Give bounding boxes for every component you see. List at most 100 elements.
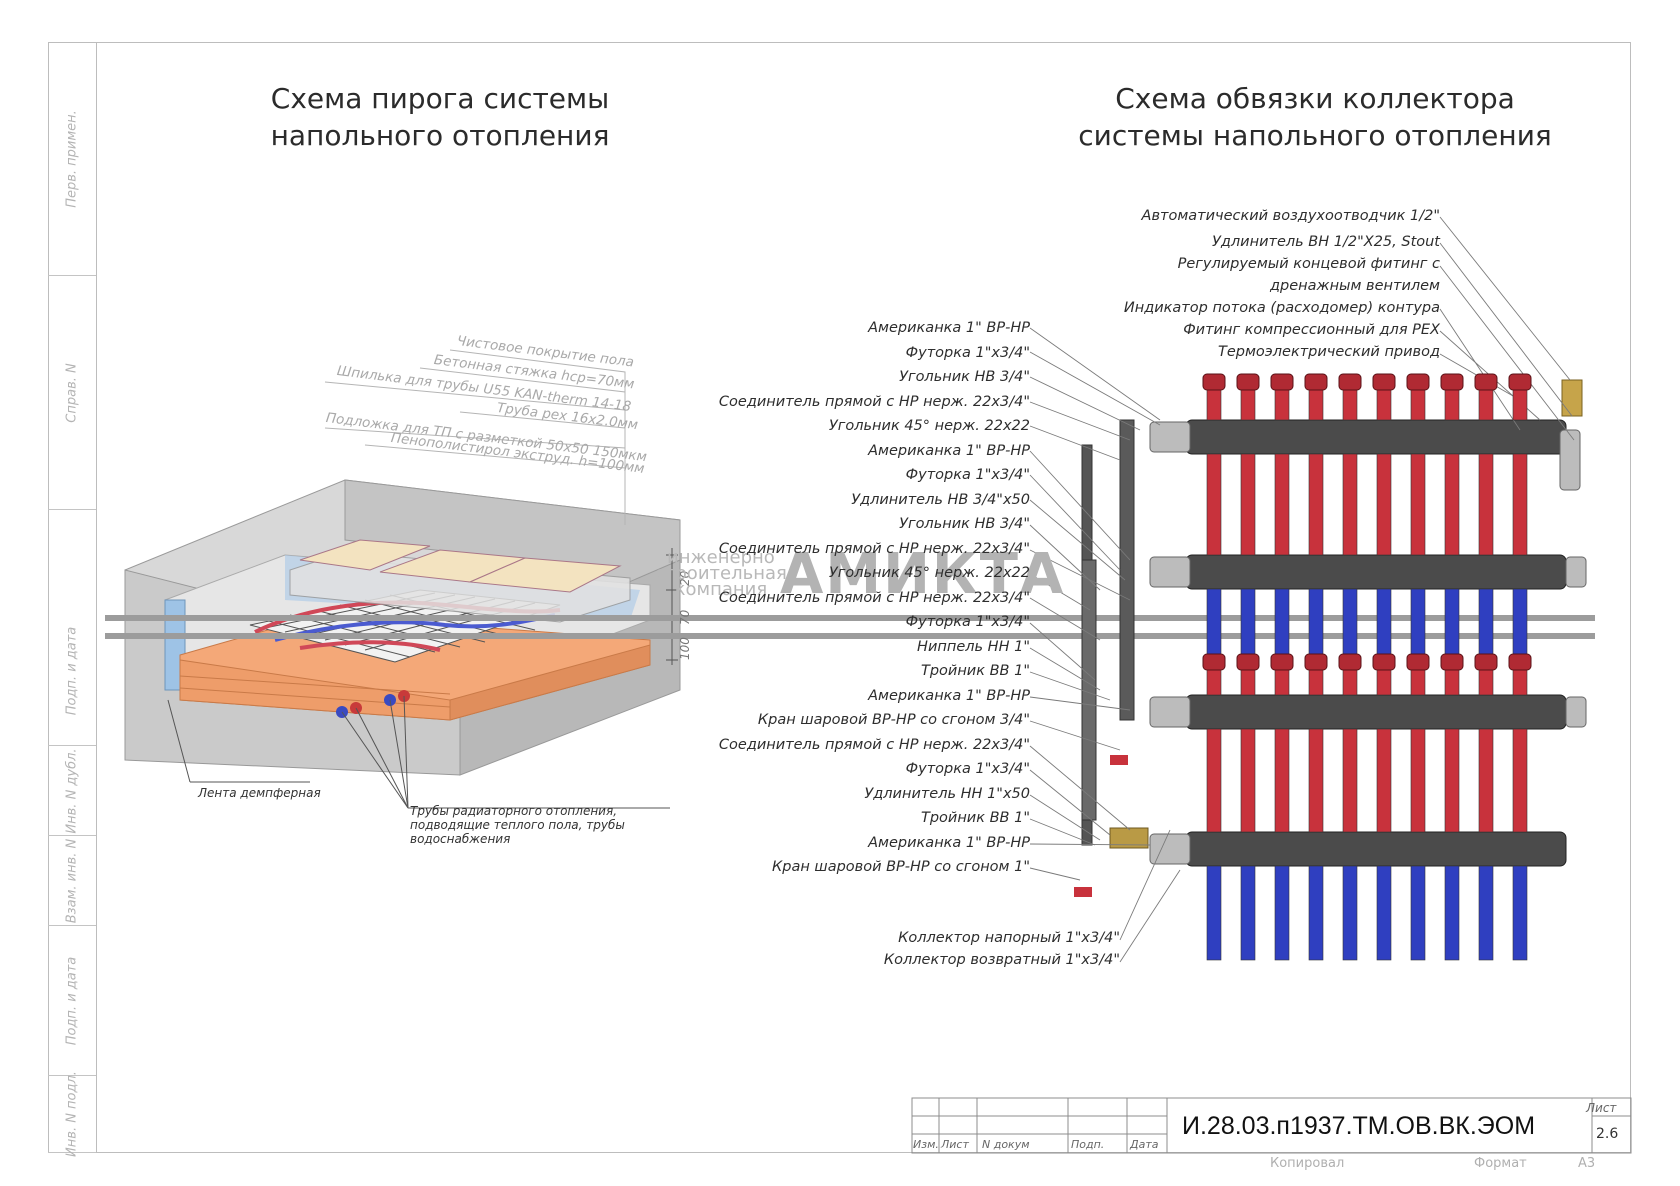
outlet-pipe [1444,865,1460,961]
outlet-pipe [1206,453,1222,556]
collector-part-label: Угольник 45° нерж. 22х22 [828,565,1030,581]
actuator-cap [1304,653,1328,671]
inner-frame [96,42,1631,1153]
outlet-pipe [1274,588,1290,661]
outlet-pipe [1478,588,1494,661]
outlet-pipe [1478,865,1494,961]
outlet-pipe [1206,728,1222,833]
collector-part-label: Соединитель прямой с НР нерж. 22х3/4" [718,589,1030,606]
watermark-brand: АМИКТА [780,542,1066,607]
collector-part-label: Соединитель прямой с НР нерж. 22х3/4" [718,736,1030,753]
outlet-pipe [1308,865,1324,961]
stamp-col-doc: N докум [982,1138,1030,1151]
actuator-cap [1270,373,1294,391]
outlet-pipe [1444,728,1460,833]
outlet-pipe [1512,588,1528,661]
outlet-pipe [1376,728,1392,833]
side-strip-cell: Взам. инв. N [48,836,96,926]
collector-part-label: Кран шаровой ВР-НР со сгоном 1" [771,859,1030,875]
outlet-pipe [1274,728,1290,833]
outlet-pipe [1444,453,1460,556]
actuator-cap [1406,653,1430,671]
actuator-cap [1372,373,1396,391]
outlet-pipe [1512,865,1528,961]
collector-part-label: Футорка 1"х3/4" [905,467,1030,483]
left-title: Схема пирога системы напольного отоплени… [270,82,610,152]
collector-label: Коллектор напорный 1"х3/4" [898,930,1120,946]
watermark-company: инженерно строительная компания [655,547,787,600]
actuator-cap [1338,653,1362,671]
outlet-pipe [1410,865,1426,961]
collector-part-label: Автоматический воздухоотводчик 1/2" [1141,208,1440,224]
actuator-cap [1202,653,1226,671]
collector-part-label: Соединитель прямой с НР нерж. 22х3/4" [718,393,1030,410]
sheet-number: 2.6 [1596,1126,1619,1142]
collector-part-label: Тройник ВВ 1" [920,810,1030,826]
stamp-col-sign: Подп. [1071,1138,1105,1151]
outlet-pipe [1206,865,1222,961]
document-code: И.28.03.п1937.ТМ.ОВ.ВК.ЭОМ [1182,1112,1536,1140]
outlet-pipe [1342,865,1358,961]
collector-part-label: Угольник 45° нерж. 22х22 [828,418,1030,434]
sheet-label: Лист [1586,1101,1617,1115]
collector-part-label: Удлинитель ВН 1/2"Х25, Stout [1212,234,1440,250]
actuator-cap [1440,373,1464,391]
outlet-pipe [1342,728,1358,833]
outlet-pipe [1308,453,1324,556]
collector-label: Коллектор возвратный 1"х3/4" [883,952,1120,968]
outlet-pipe [1308,588,1324,661]
stamp-col-list: Лист [941,1138,969,1151]
collector-part-label: Угольник НВ 3/4" [899,516,1030,532]
outlet-pipe [1376,453,1392,556]
footer-format: А3 [1578,1156,1596,1171]
collector-part-label: Кран шаровой ВР-НР со сгоном 3/4" [757,712,1030,728]
actuator-cap [1304,373,1328,391]
damper-label: Лента демпферная [198,786,321,800]
collector-part-label: дренажным вентилем [1270,278,1440,294]
side-strip-cell: Подп. и дата [48,596,96,746]
outlet-pipe [1512,453,1528,556]
collector-part-label: Футорка 1"х3/4" [905,614,1030,630]
collector-part-label: Угольник НВ 3/4" [899,369,1030,385]
side-strip-cell: Перв. примен. [48,42,96,276]
actuator-cap [1508,653,1532,671]
pipes-label: Трубы радиаторного отопления, подводящие… [410,804,625,846]
outlet-pipe [1410,588,1426,661]
outlet-pipe [1240,588,1256,661]
outlet-pipe [1512,728,1528,833]
actuator-cap [1270,653,1294,671]
side-strip-cell: Справ. N [48,276,96,510]
outlet-pipe [1274,453,1290,556]
actuator-cap [1202,373,1226,391]
outlet-pipe [1274,865,1290,961]
collector-part-label: Тройник ВВ 1" [920,663,1030,679]
outlet-pipe [1410,453,1426,556]
actuator-cap [1372,653,1396,671]
collector-part-label: Удлинитель НН 1"х50 [864,785,1030,802]
outlet-pipe [1444,588,1460,661]
footer-format-label: Формат [1474,1156,1527,1171]
actuator-cap [1236,653,1260,671]
section-bar [105,615,1595,621]
outlet-pipe [1206,588,1222,661]
side-strip-cell: Инв. N подл. [48,1071,96,1157]
section-bar [105,633,1595,639]
collector-part-label: Американка 1" ВР-НР [868,442,1030,459]
collector-part-label: Удлинитель НВ 3/4"х50 [851,491,1030,508]
actuator-cap [1440,653,1464,671]
outlet-pipe [1376,865,1392,961]
side-strip-cell: Подп. и дата [48,926,96,1076]
outlet-pipe [1308,728,1324,833]
collector-part-label: Ниппель НН 1" [917,638,1030,655]
outlet-pipe [1240,865,1256,961]
dimension-label: 100 [678,637,692,660]
collector-part-label: Американка 1" ВР-НР [868,320,1030,336]
outlet-pipe [1342,588,1358,661]
outlet-pipe [1240,453,1256,556]
collector-part-label: Термоэлектрический привод [1218,344,1440,360]
collector-part-label: Футорка 1"х3/4" [905,344,1030,361]
right-title: Схема обвязки коллектора системы напольн… [1078,82,1552,152]
outlet-pipe [1240,728,1256,833]
collector-part-label: Американка 1" ВР-НР [868,687,1030,704]
